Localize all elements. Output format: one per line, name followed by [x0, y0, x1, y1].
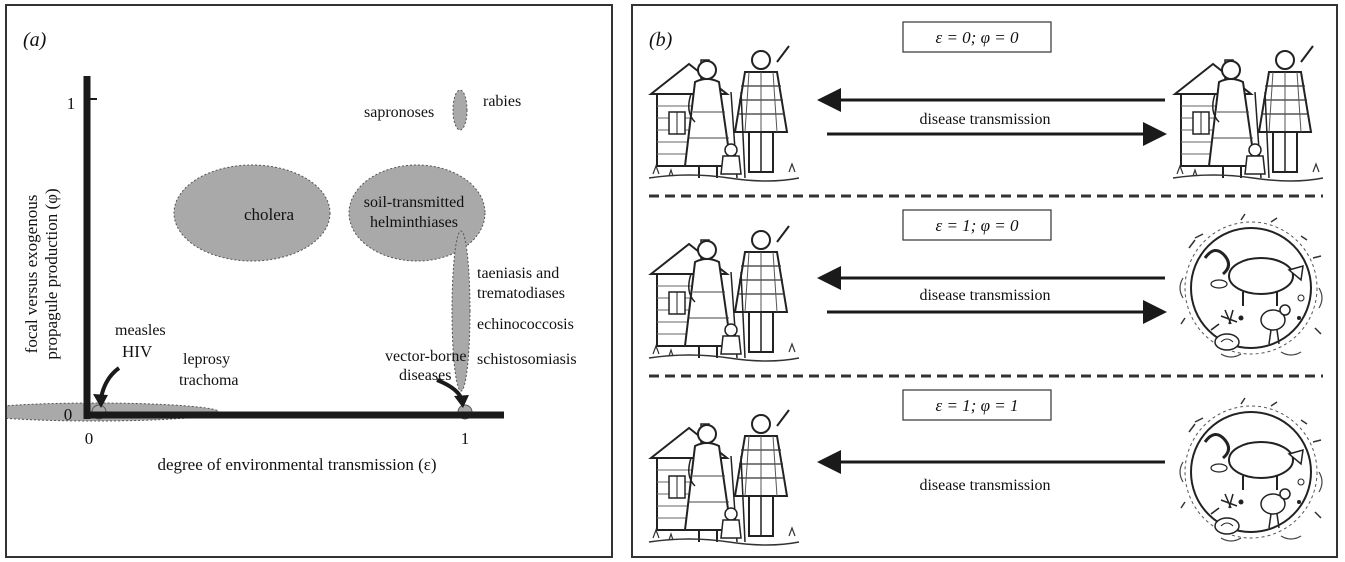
- label-schistosomiasis: schistosomiasis: [477, 351, 577, 368]
- label-trachoma: trachoma: [179, 372, 239, 389]
- scenario-2: ε = 1; φ = 0 disease transmission: [648, 209, 1324, 362]
- label-sth-line2: helminthiases: [370, 214, 458, 231]
- scenario-3-arrow-label: disease transmission: [919, 477, 1050, 494]
- label-taeniasis-line1: taeniasis and: [477, 265, 559, 282]
- y-axis-label-line1: focal versus exogenous: [22, 195, 41, 354]
- label-hiv: HIV: [122, 342, 153, 361]
- scenario-2-param-label: ε = 1; φ = 0: [936, 216, 1019, 235]
- panel-a: (a) focal versus exogenous propagule pro…: [5, 4, 613, 558]
- scenario-3-param-label: ε = 1; φ = 1: [936, 396, 1019, 415]
- soil-transmitted-ellipse: [348, 164, 486, 262]
- label-cholera: cholera: [244, 205, 294, 224]
- y-tick-label-1: 1: [67, 94, 76, 113]
- scenario-3: ε = 1; φ = 1 disease transmission: [648, 389, 1324, 546]
- environment-illustration-icon: [1178, 212, 1324, 359]
- panel-b: (b) ε = 0; φ = 0 disease transmission ε …: [631, 4, 1338, 558]
- label-sapronoses: sapronoses: [364, 104, 434, 121]
- label-rabies: rabies: [483, 93, 521, 110]
- x-axis-label: degree of environmental transmission (ε): [157, 455, 436, 474]
- scenario-2-arrow-label: disease transmission: [919, 287, 1050, 304]
- scenario-1-arrow-label: disease transmission: [919, 111, 1050, 128]
- taeniasis-ellipse: [451, 230, 471, 392]
- panel-b-diagram: (b) ε = 0; φ = 0 disease transmission ε …: [648, 21, 1324, 546]
- measles-arrowhead-icon: [93, 394, 108, 408]
- scenario-1: ε = 0; φ = 0 disease transmission: [648, 21, 1324, 182]
- measles-arrow: [99, 366, 121, 399]
- y-tick-label-0: 0: [64, 405, 73, 424]
- scenario-1-param-box: [902, 21, 1052, 53]
- x-tick-label-1: 1: [461, 429, 470, 448]
- village-illustration-icon: [648, 225, 800, 362]
- label-vector-borne-line1: vector-borne: [385, 348, 466, 365]
- y-axis-label-line2: propagule production (φ): [42, 188, 61, 359]
- panel-b-label: (b): [649, 29, 673, 51]
- panel-a-diagram: (a) focal versus exogenous propagule pro…: [7, 29, 577, 474]
- cholera-ellipse: [173, 164, 331, 262]
- label-measles: measles: [115, 322, 166, 339]
- label-leprosy: leprosy: [183, 351, 230, 368]
- environment-illustration-icon: [1178, 396, 1324, 543]
- label-echinococcosis: echinococcosis: [477, 316, 574, 333]
- scenario-2-param-box: [902, 209, 1052, 241]
- x-tick-label-0: 0: [85, 429, 94, 448]
- vector-borne-arrowhead-icon: [454, 395, 469, 408]
- village-illustration-icon: [1172, 45, 1324, 182]
- sapronoses-rabies-ellipse: [452, 89, 468, 131]
- scenario-1-param-label: ε = 0; φ = 0: [936, 28, 1019, 47]
- village-illustration-icon: [648, 45, 800, 182]
- label-taeniasis-line2: trematodiases: [477, 285, 565, 302]
- label-sth-line1: soil-transmitted: [364, 194, 464, 211]
- scenario-3-param-box: [902, 389, 1052, 421]
- village-illustration-icon: [648, 409, 800, 546]
- panel-a-label: (a): [23, 29, 47, 51]
